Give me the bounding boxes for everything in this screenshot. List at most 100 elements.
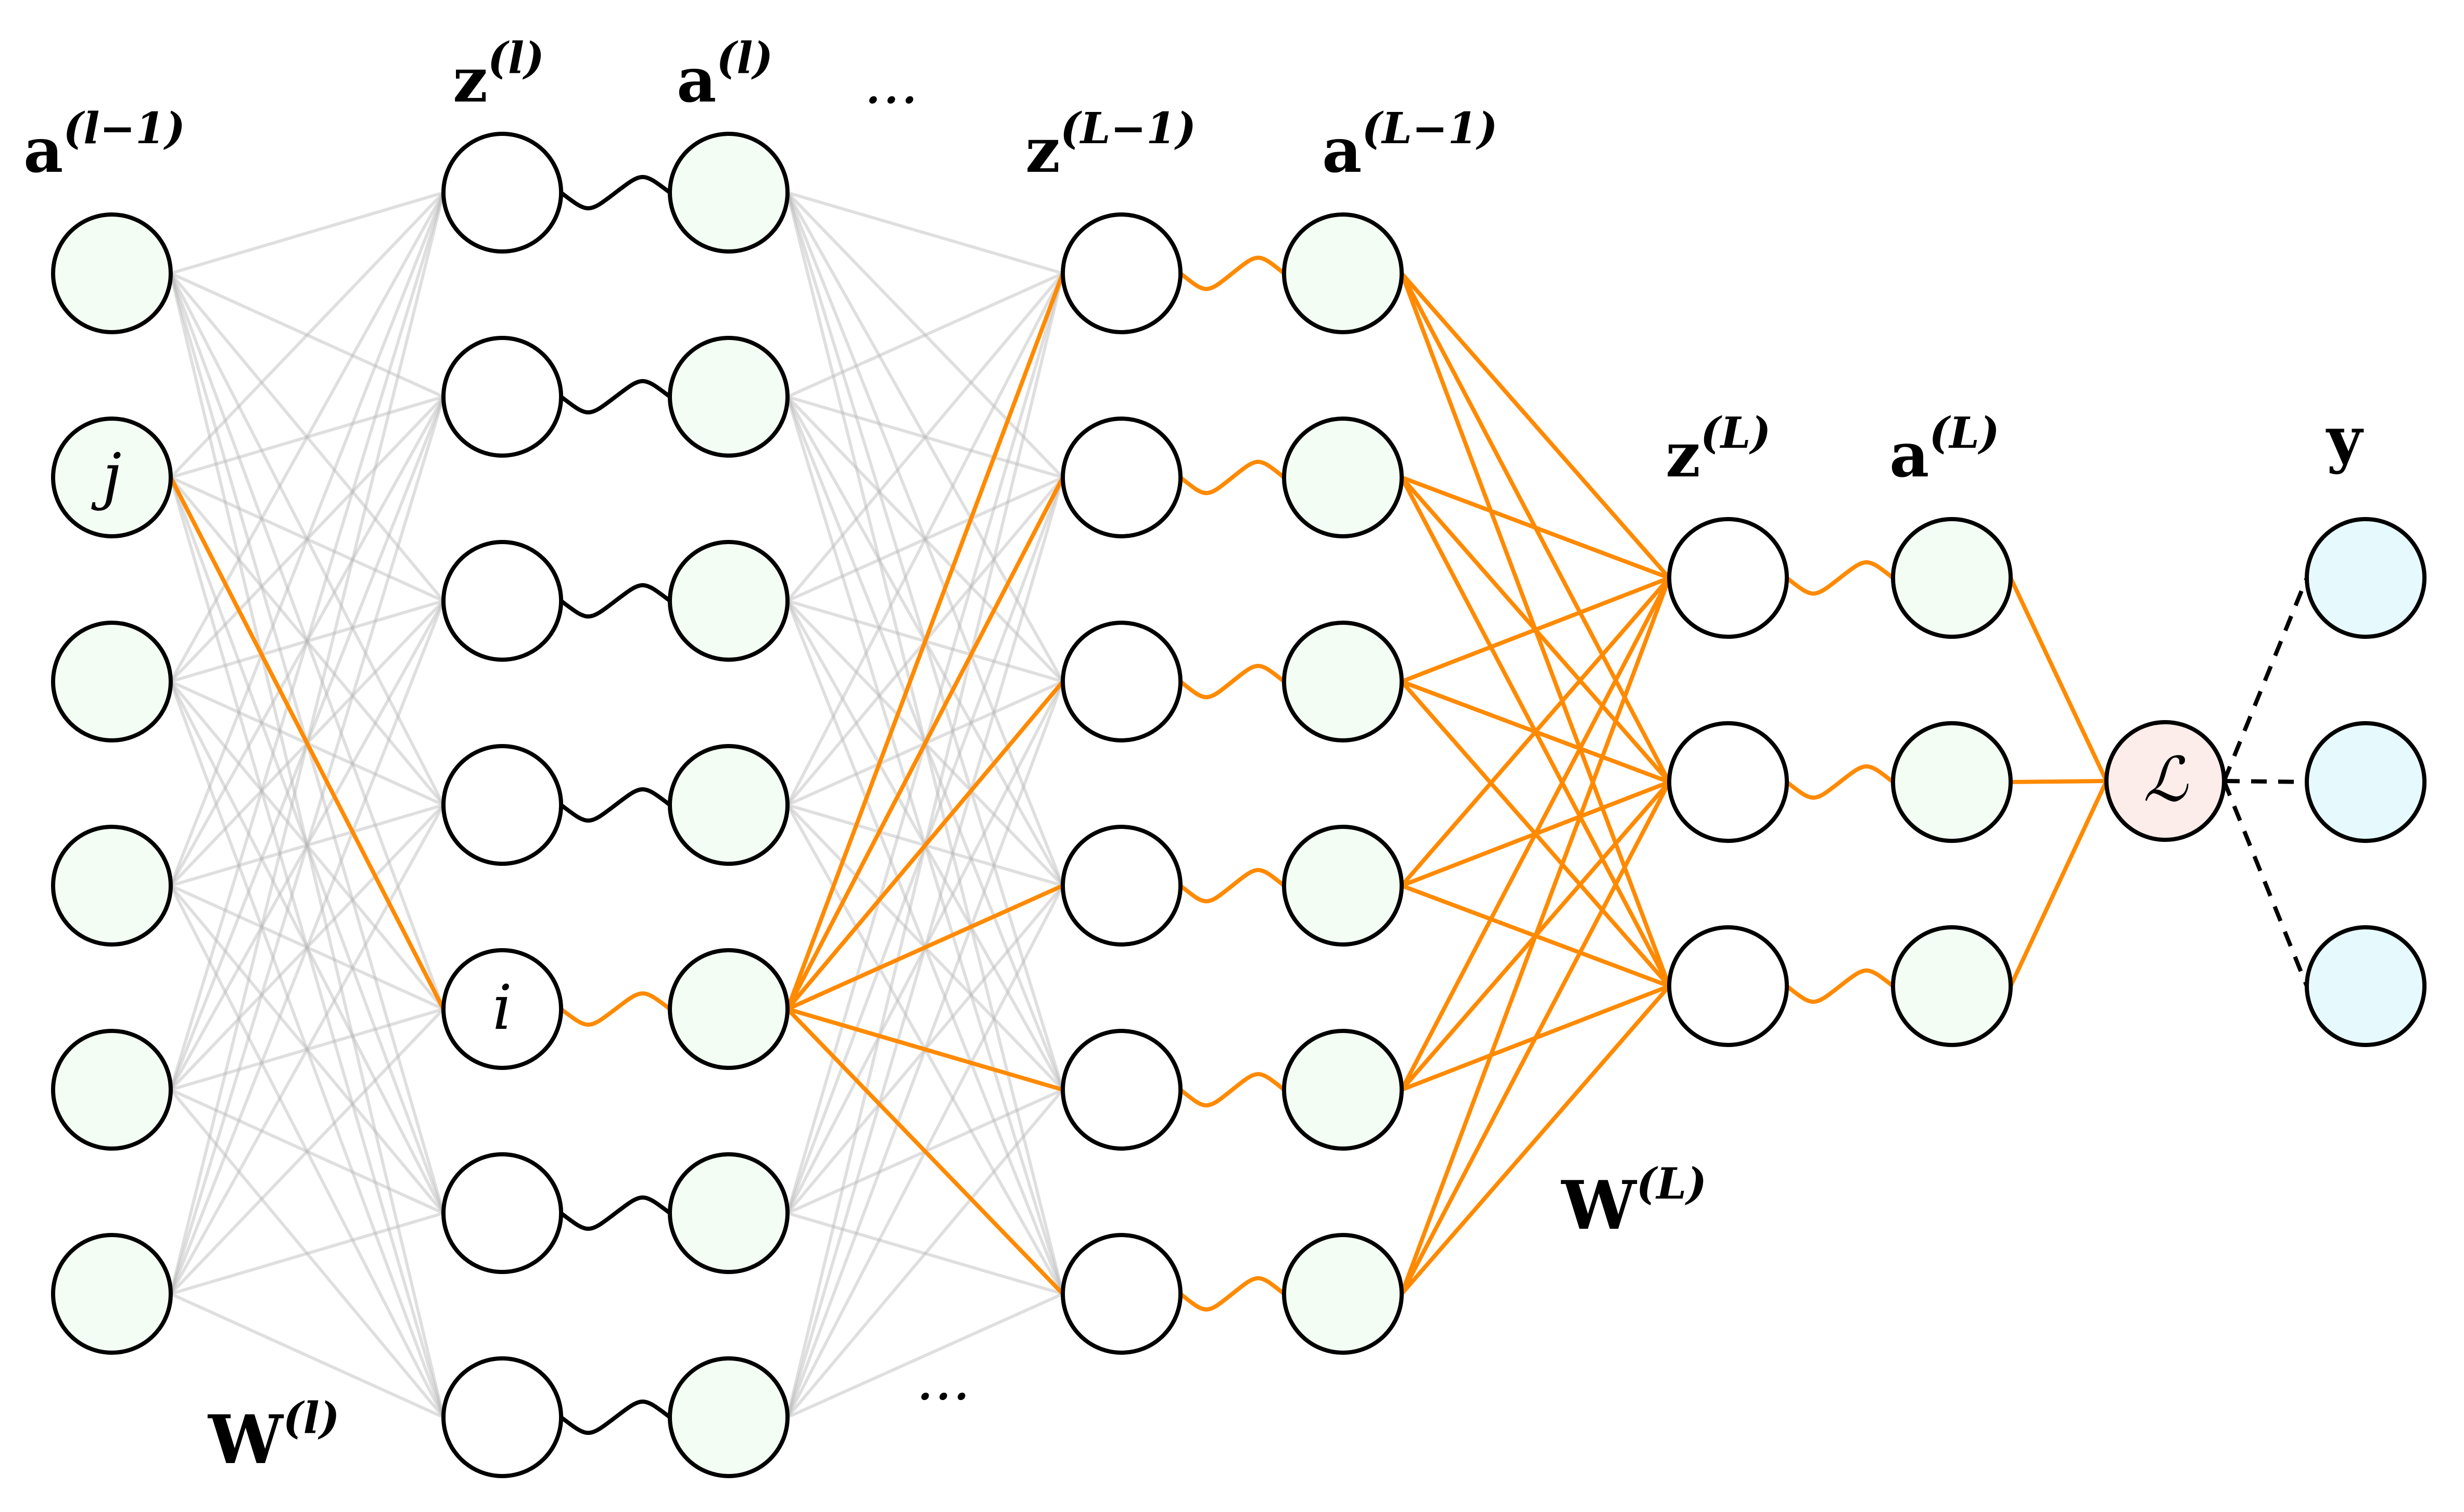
node-a-L <box>1891 925 2013 1047</box>
node-a-prev <box>51 621 173 742</box>
faint-edge <box>169 600 445 1091</box>
activation-link <box>1179 1276 1286 1312</box>
faint-edge <box>169 885 445 1418</box>
label-W-L: W(L) <box>1560 1159 1707 1245</box>
highlight-edge-WL <box>1400 272 1671 579</box>
highlight-edge-to-loss <box>2010 779 2107 784</box>
faint-edge <box>169 803 445 1091</box>
node-a-prev <box>51 1233 173 1355</box>
activation-link <box>560 583 671 619</box>
faint-edge <box>170 599 444 683</box>
activation-link <box>1785 764 1895 800</box>
faint-edge <box>169 681 445 1418</box>
faint-edge <box>786 272 1064 602</box>
faint-edge <box>786 272 1064 806</box>
node-a-L <box>1891 721 2013 843</box>
node-a-L <box>1891 517 2013 639</box>
faint-edge <box>170 1088 444 1215</box>
activation-link <box>560 175 671 210</box>
node-a-l <box>668 336 790 458</box>
node-a-prev <box>51 212 173 334</box>
node-a-l <box>668 744 790 866</box>
node-target-y <box>2305 925 2427 1047</box>
faint-edge <box>787 1212 1063 1295</box>
node-a-l <box>668 540 790 662</box>
highlight-edge-WL <box>1400 985 1671 1295</box>
faint-edge <box>169 192 445 1090</box>
dashed-loss-target-edge <box>2222 780 2309 987</box>
faint-edge <box>170 476 444 602</box>
activation-link <box>560 379 671 414</box>
activation-link <box>560 1400 671 1435</box>
faint-edge <box>169 192 445 683</box>
faint-edge <box>169 476 445 806</box>
activation-link <box>1785 968 1895 1004</box>
faint-edge <box>786 476 1064 602</box>
faint-edge <box>169 272 445 602</box>
highlight-edge-WL <box>1401 475 1670 580</box>
activation-link <box>1179 460 1286 495</box>
faint-edge <box>169 272 445 806</box>
activation-link <box>560 991 671 1027</box>
node-z-Lm1 <box>1061 825 1183 947</box>
faint-edge <box>170 191 444 275</box>
faint-edge <box>170 1007 444 1091</box>
label-a-l: a(l) <box>677 33 773 116</box>
node-j <box>51 417 173 538</box>
loss-target-dashed-links <box>2222 577 2309 987</box>
dashed-loss-target-edge <box>2224 779 2307 784</box>
faint-edge <box>169 477 445 1418</box>
highlight-edge-WL <box>1400 781 1671 1295</box>
highlight-edge-WL <box>1401 576 1670 684</box>
node-a-prev <box>51 1029 173 1151</box>
faint-edge <box>170 1292 444 1419</box>
highlight-edge-to-loss <box>2009 577 2109 782</box>
faint-edge <box>169 396 445 887</box>
faint-edge <box>169 192 445 887</box>
node-z-Lm1 <box>1061 1029 1183 1151</box>
node-a-l <box>668 1356 790 1478</box>
highlight-edge-WL <box>1400 577 1671 1295</box>
node-a-Lm1 <box>1282 1233 1404 1355</box>
highlighted-gradient-edges <box>169 272 2109 1295</box>
highlight-edge-to-zLm1 <box>785 680 1065 1011</box>
node-z-Lm1 <box>1061 417 1183 538</box>
faint-edge <box>169 600 445 1295</box>
highlight-edge-WL <box>1400 577 1671 1091</box>
node-a-Lm1 <box>1282 825 1404 947</box>
label-dots-top: ··· <box>864 67 919 133</box>
label-dots-bottom: ··· <box>916 1363 971 1430</box>
faint-edge <box>169 191 445 479</box>
highlight-edge-WL <box>1400 576 1671 887</box>
faint-edge <box>786 192 1064 887</box>
node-a-Lm1 <box>1282 621 1404 742</box>
node-z-l <box>441 336 563 458</box>
dashed-loss-target-edge <box>2222 577 2309 782</box>
faint-edge <box>170 803 444 887</box>
faint-edge <box>169 476 445 1214</box>
label-W-l: W(l) <box>207 1393 340 1479</box>
highlight-edge-to-zLm1 <box>785 476 1065 1010</box>
label-z-Lm1: z(L−1) <box>1025 104 1196 186</box>
faint-edge <box>169 681 445 1010</box>
faint-edge <box>169 804 445 1295</box>
node-a-l <box>668 1152 790 1274</box>
node-i <box>441 948 563 1070</box>
highlight-edge-to-zLm1 <box>786 1007 1064 1295</box>
faint-edge <box>170 884 444 1011</box>
node-z-l <box>441 132 563 254</box>
faint-edge <box>787 191 1063 275</box>
activation-link <box>1785 560 1895 596</box>
activation-link <box>1179 256 1286 291</box>
faint-edge <box>786 192 1064 683</box>
node-a-l <box>668 132 790 254</box>
node-loss <box>2104 720 2226 842</box>
faint-edge <box>169 396 445 1294</box>
highlight-edge-to-zLm1 <box>786 884 1064 1011</box>
node-z-Lm1 <box>1061 1233 1183 1355</box>
highlight-edge-to-zLm1 <box>785 272 1065 1010</box>
node-z-L <box>1667 721 1789 843</box>
highlight-edge-j-to-i <box>169 476 446 1010</box>
node-z-l <box>441 540 563 662</box>
activation-link <box>1179 1072 1286 1107</box>
